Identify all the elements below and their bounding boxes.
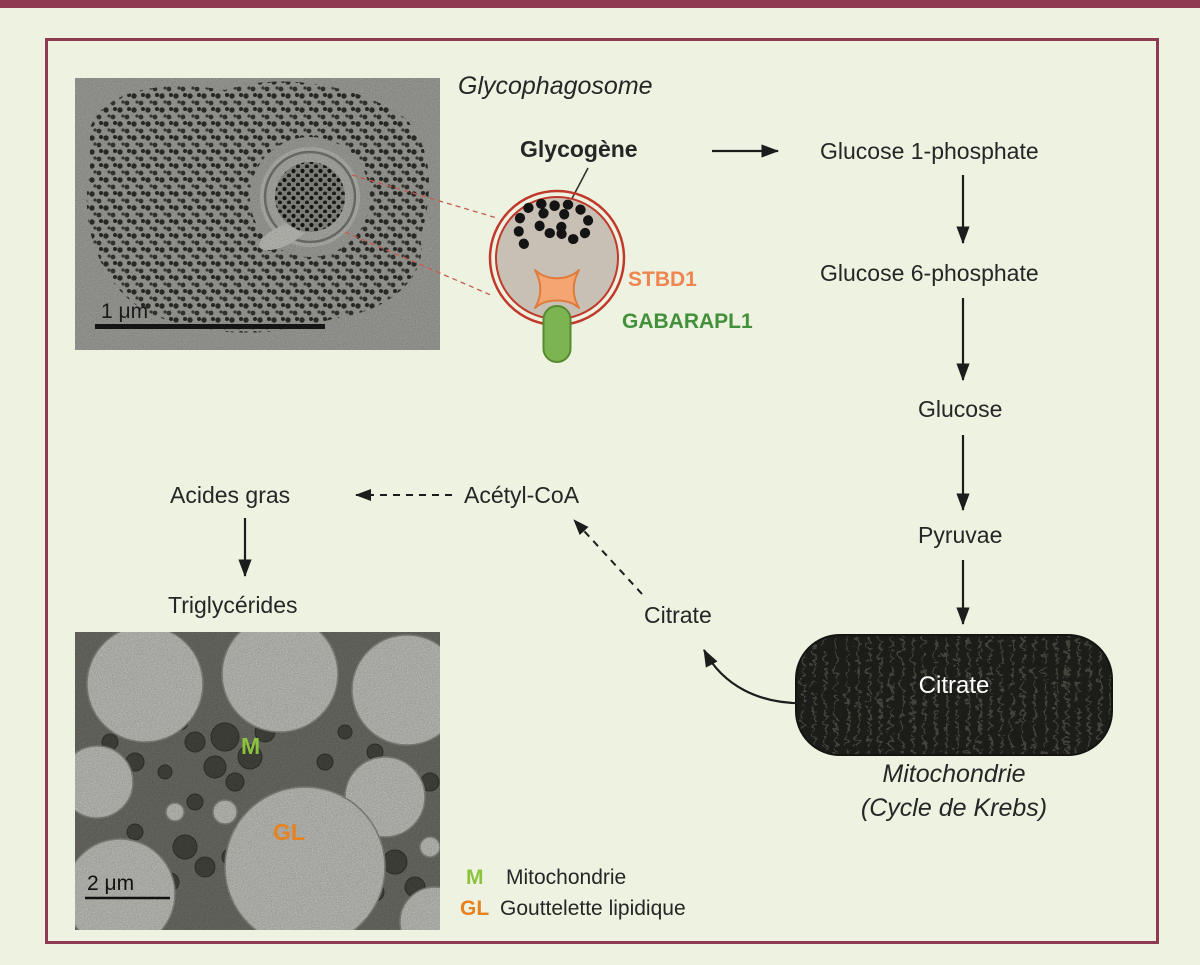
mitochondrie-caption-line2: (Cycle de Krebs) xyxy=(860,794,1048,822)
citrate-in-mitochondrion-label: Citrate xyxy=(918,672,990,699)
em2-scale-label: 2 μm xyxy=(87,872,134,895)
mitochondrion-cristae-texture xyxy=(796,635,1112,755)
glycogene-label: Glycogène xyxy=(520,136,638,162)
glycophagosome-title: Glycophagosome xyxy=(458,72,653,100)
glucose-label: Glucose xyxy=(918,396,1003,422)
figure-border-frame xyxy=(45,38,1159,944)
stbd1-label: STBD1 xyxy=(628,268,697,291)
glycophagosome-diagram xyxy=(488,189,626,363)
em1-scale-label: 1 μm xyxy=(101,300,148,323)
em1-scale-bar xyxy=(95,324,325,329)
citrate-label: Citrate xyxy=(644,602,712,628)
mitochondrie-caption-line1: Mitochondrie xyxy=(882,760,1026,788)
legend-m-label: Mitochondrie xyxy=(506,866,627,889)
electron-micrograph-lipid-droplets: M GL 2 μm xyxy=(75,632,440,930)
legend-gl-key: GL xyxy=(460,897,490,920)
legend-m-key: M xyxy=(466,866,484,889)
acetyl-coa-label: Acétyl-CoA xyxy=(464,482,580,508)
em2-m-marker: M xyxy=(241,733,260,759)
stbd1-protein xyxy=(534,269,580,309)
pyruvate-label: Pyruvae xyxy=(918,522,1003,548)
em2-noise xyxy=(75,632,440,930)
em2-gl-marker: GL xyxy=(273,819,305,845)
mitochondrion-image xyxy=(795,634,1113,756)
glucose-1-phosphate-label: Glucose 1-phosphate xyxy=(820,138,1039,164)
top-accent-bar xyxy=(0,0,1200,8)
legend-row-gouttelette: GL Gouttelette lipidique xyxy=(460,897,686,921)
electron-micrograph-glycophagosome: 1 μm xyxy=(75,78,440,350)
glucose-6-phosphate-label: Glucose 6-phosphate xyxy=(820,260,1039,286)
glycogen-chain xyxy=(513,198,594,249)
acides-gras-label: Acides gras xyxy=(170,482,291,508)
gabarapl1-protein xyxy=(542,305,572,363)
legend-gl-label: Gouttelette lipidique xyxy=(500,897,686,920)
legend-row-mitochondrie: M Mitochondrie xyxy=(466,866,626,890)
vesicle-membrane-rings xyxy=(488,189,626,327)
triglycerides-label: Triglycérides xyxy=(168,592,298,618)
gabarapl1-label: GABARAPL1 xyxy=(622,310,753,333)
